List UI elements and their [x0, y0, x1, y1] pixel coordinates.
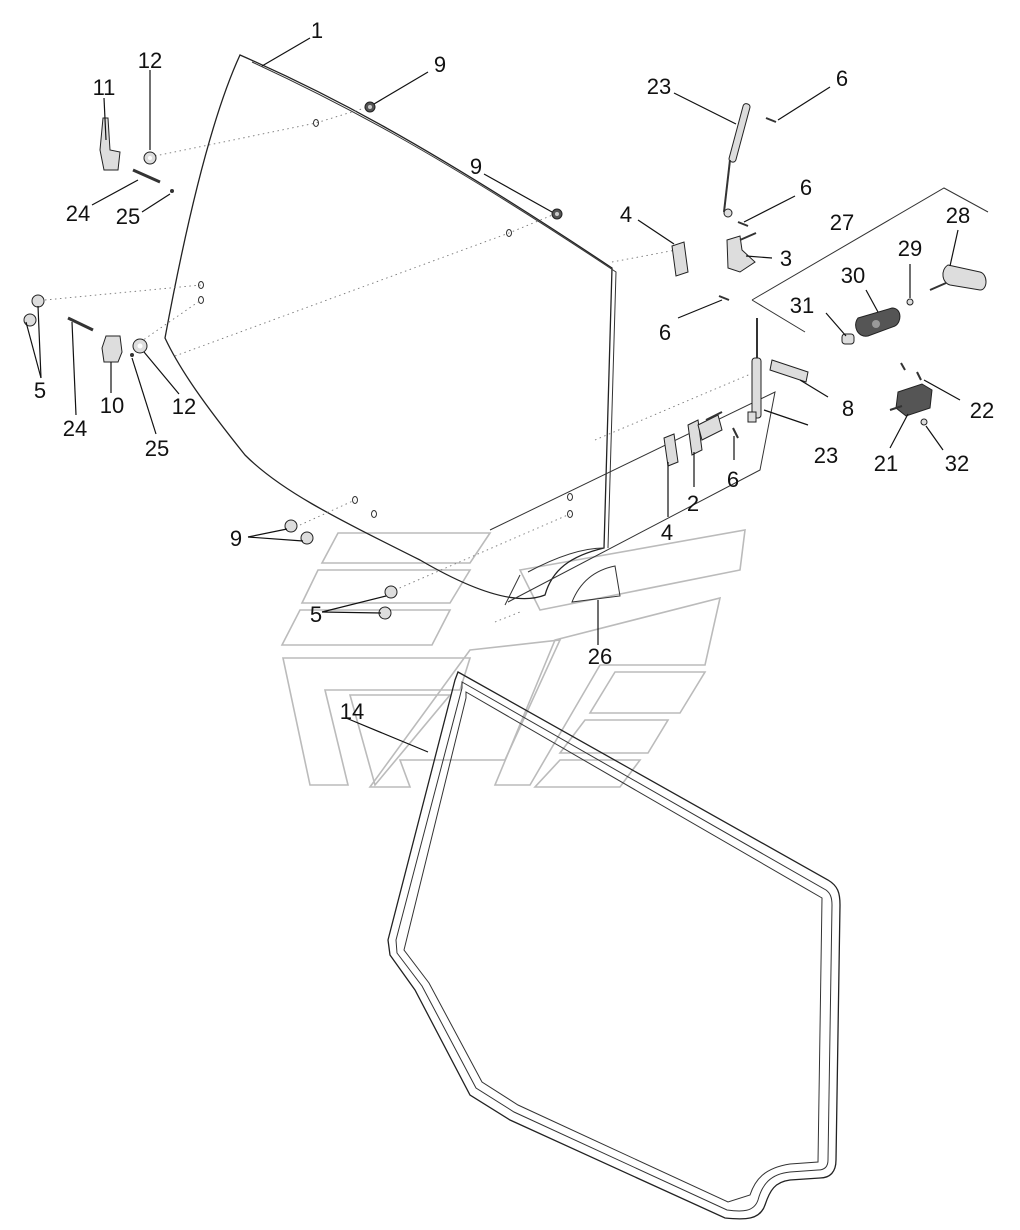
label-12-top: 12	[138, 48, 162, 73]
part-23-gas-strut-top	[723, 103, 751, 218]
part-28-handle	[929, 264, 987, 291]
part-5-clips-bottom	[378, 585, 398, 620]
part-9-grommets-bottom	[284, 519, 314, 545]
part-3-bracket	[726, 232, 757, 273]
part-5-clips-left	[23, 294, 45, 327]
label-29: 29	[898, 236, 922, 261]
part-9-grommet-top	[364, 101, 376, 113]
lower-glass-frame	[489, 391, 776, 606]
part-30-bezel	[855, 307, 901, 337]
label-22: 22	[970, 398, 994, 423]
part-11-hinge-clip	[99, 117, 121, 171]
label-28: 28	[946, 203, 970, 228]
label-4-bottom: 4	[661, 520, 673, 545]
label-25-top: 25	[116, 204, 140, 229]
label-1: 1	[311, 18, 323, 43]
label-9-top: 9	[434, 52, 446, 77]
label-3: 3	[780, 246, 792, 271]
background-watermark	[280, 529, 746, 788]
label-5-bottom: 5	[310, 602, 322, 627]
alignment-lines	[44, 106, 761, 623]
label-8: 8	[842, 396, 854, 421]
label-23-bottom: 23	[814, 443, 838, 468]
label-23-top: 23	[647, 74, 671, 99]
label-21: 21	[874, 451, 898, 476]
label-27: 27	[830, 210, 854, 235]
part-27-handle-assembly-box	[751, 187, 989, 333]
part-25-cotter-pins	[130, 189, 174, 357]
part-24-pins	[67, 168, 161, 332]
label-6-c: 6	[659, 320, 671, 345]
label-12-bottom: 12	[172, 394, 196, 419]
part-22-screw	[900, 362, 922, 381]
part-4-plate-bottom	[663, 433, 679, 467]
label-30: 30	[841, 263, 865, 288]
windshield-glass	[164, 54, 617, 600]
part-32-washer	[920, 418, 928, 426]
part-29-nut	[906, 298, 914, 306]
part-2-hinge	[687, 411, 723, 456]
part-8-link-plate	[769, 359, 809, 383]
part-23-gas-strut-bottom	[747, 318, 762, 423]
label-25-bottom: 25	[145, 436, 169, 461]
label-9-mid: 9	[470, 154, 482, 179]
label-10: 10	[100, 393, 124, 418]
label-4-top: 4	[620, 202, 632, 227]
label-24-bottom: 24	[63, 416, 87, 441]
label-11: 11	[93, 75, 116, 100]
label-24-top: 24	[66, 201, 90, 226]
label-6-d: 6	[727, 467, 739, 492]
weatherstrip-seal	[387, 671, 841, 1220]
label-6-b: 6	[800, 175, 812, 200]
label-26: 26	[588, 644, 612, 669]
leader-lines	[25, 37, 961, 753]
label-2: 2	[687, 491, 699, 516]
part-31-plug	[841, 333, 855, 345]
label-14: 14	[340, 699, 364, 724]
part-21-latch	[889, 383, 933, 417]
label-32: 32	[945, 451, 969, 476]
label-6-a: 6	[836, 66, 848, 91]
label-5-left: 5	[34, 378, 46, 403]
label-31: 31	[790, 293, 814, 318]
part-4-plate-top	[671, 241, 689, 277]
part-6-screws	[718, 117, 777, 439]
part-12-washers	[132, 151, 157, 354]
part-9-grommet-mid	[551, 208, 563, 220]
label-9-bottom: 9	[230, 526, 242, 551]
part-10-hinge-clip	[101, 335, 123, 363]
part-26-decal	[571, 565, 621, 603]
part-labels: 1 9 9 11 12 24 25 5 24 10 25 12 9 5 14 2…	[34, 18, 994, 724]
